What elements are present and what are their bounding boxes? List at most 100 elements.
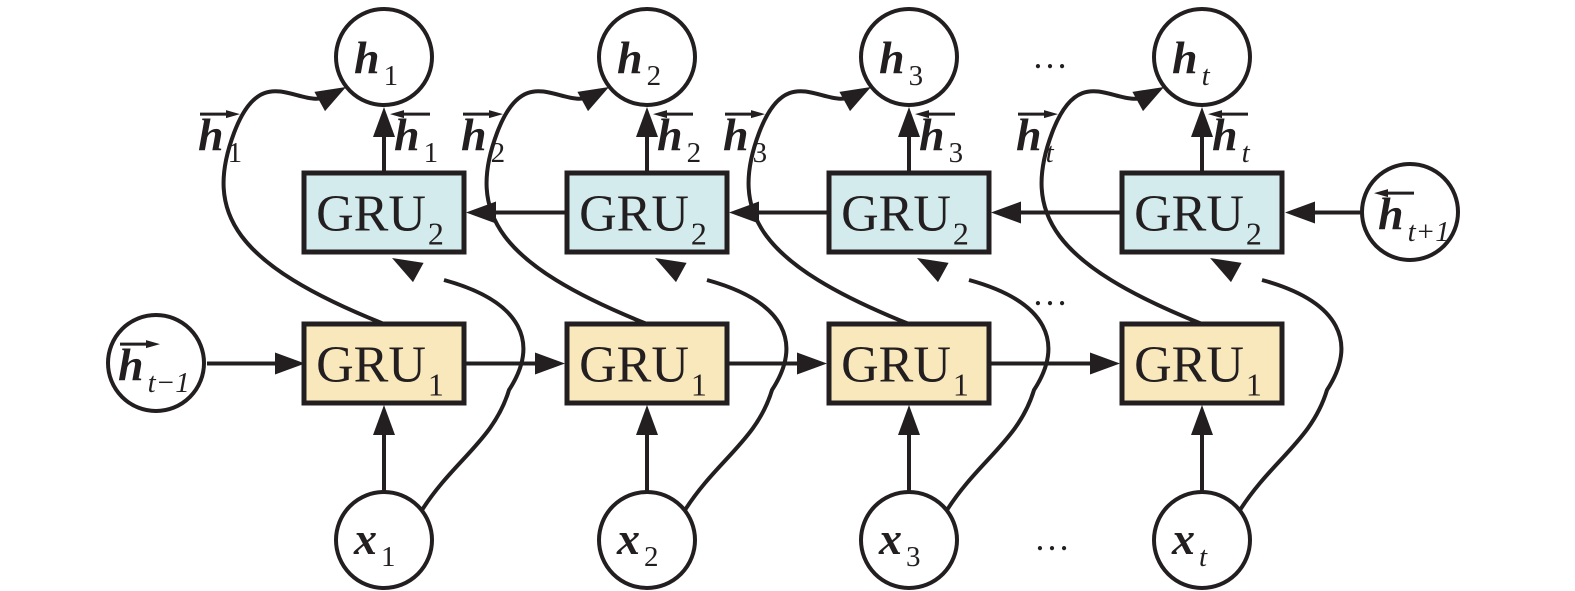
x2-to-gru2-arrow [655, 258, 687, 283]
input-label-x1-subscript: 1 [381, 541, 396, 573]
initial-backward-label-subscript: t+1 [1408, 216, 1450, 248]
gru2-chain-3-arrow [991, 201, 1021, 224]
gru2-cell-1-label-subscript: 2 [428, 216, 444, 252]
initial-forward-node [106, 313, 206, 413]
x2-to-gru1-arrow [636, 405, 658, 435]
gru2-cell-1: GRU2 [301, 170, 467, 255]
backward-state-label-2-base: h [657, 109, 683, 160]
gru1-cell-3-label-base: GRU [841, 337, 951, 394]
gru1-chain-3-arrow [1090, 352, 1120, 375]
input-label-x3-base: x [878, 513, 902, 564]
forward-state-label-4-overarrow-head [1044, 110, 1058, 119]
x4-to-gru2-curve [1238, 278, 1344, 512]
output-node-h4 [1152, 7, 1252, 107]
gru2-cell-3-box [826, 170, 992, 255]
initial-forward-label-overarrow-head [146, 340, 160, 349]
gru2-cell-2-label: GRU2 [579, 186, 707, 252]
gru1-cell-1: GRU1 [301, 321, 467, 406]
x1-to-gru2-curve [420, 278, 526, 512]
gru1-to-h4-arrow [1132, 87, 1164, 112]
backward-state-label-3-base: h [919, 109, 945, 160]
output-label-h1-subscript: 1 [384, 60, 399, 92]
output-node-h1 [334, 7, 434, 107]
gru2-cell-1-box [301, 170, 467, 255]
gru2-to-h2-arrow [636, 107, 658, 137]
backward-state-label-2-subscript: 2 [687, 137, 702, 169]
x3-to-gru1-arrow [898, 405, 920, 435]
forward-state-label-4-base: h [1016, 109, 1042, 160]
x1-to-gru2-arrow [392, 258, 424, 283]
gru1-to-h3-curve [746, 89, 910, 326]
gru1-to-h3-arrow [839, 87, 871, 112]
backward-state-label-2-overarrow-head [653, 110, 667, 119]
output-label-h3-base: h [879, 32, 905, 83]
ellipsis-middle: … [1032, 273, 1068, 313]
x4-to-gru1-arrow [1191, 405, 1213, 435]
gru2-cell-4-box [1119, 170, 1285, 255]
gru1-cell-3-label-subscript: 1 [953, 367, 969, 403]
forward-state-label-1-overarrow-head [226, 110, 240, 119]
forward-state-label-1-subscript: 1 [228, 137, 243, 169]
forward-state-label-3-base: h [723, 109, 749, 160]
gru1-cell-2: GRU1 [564, 321, 730, 406]
gru2-chain-1-arrow [466, 201, 496, 224]
gru1-chain-1-arrow [535, 352, 565, 375]
initial-backward-label-overarrow-head [1374, 189, 1388, 198]
output-label-h4-base: h [1172, 32, 1198, 83]
gru2-cell-2-label-base: GRU [579, 186, 689, 243]
forward-state-label-4-subscript: t [1046, 137, 1055, 169]
forward-state-label-3-overarrow-head [751, 110, 765, 119]
gru1-chain-2-arrow [797, 352, 827, 375]
gru1-cell-1-box [301, 321, 467, 406]
input-node-x3 [859, 490, 959, 590]
output-node-h3 [859, 7, 959, 107]
gru2-cell-2-label-subscript: 2 [691, 216, 707, 252]
gru2-cell-3-label: GRU2 [841, 186, 969, 252]
connections [207, 87, 1362, 512]
gru1-cell-1-label: GRU1 [316, 337, 444, 403]
gru1-cell-3-label: GRU1 [841, 337, 969, 403]
forward-state-label-2-overarrow-head [489, 110, 503, 119]
gru2-cell-1-label-base: GRU [316, 186, 426, 243]
backward-state-label-1-subscript: 1 [424, 137, 439, 169]
gru2-cell-2: GRU2 [564, 170, 730, 255]
gru2-cell-1-label: GRU2 [316, 186, 444, 252]
input-label-x4-subscript: t [1199, 541, 1208, 573]
gru2-to-h3-arrow [898, 107, 920, 137]
gru1-to-h2-arrow [577, 87, 609, 112]
output-label-h1-base: h [354, 32, 380, 83]
gru2-chain-2-arrow [729, 201, 759, 224]
gru1-cell-4-label-subscript: 1 [1246, 367, 1262, 403]
backward-state-label-1-overarrow-head [390, 110, 404, 119]
backward-state-label-3-subscript: 3 [949, 137, 964, 169]
gru1-cell-4-label-base: GRU [1134, 337, 1244, 394]
h-next-to-gru2-arrow [1285, 201, 1315, 224]
input-label-x2-base: x [616, 513, 640, 564]
gru2-cell-3: GRU2 [826, 170, 992, 255]
x2-to-gru2-curve [683, 278, 789, 512]
x3-to-gru2-arrow [917, 258, 949, 283]
